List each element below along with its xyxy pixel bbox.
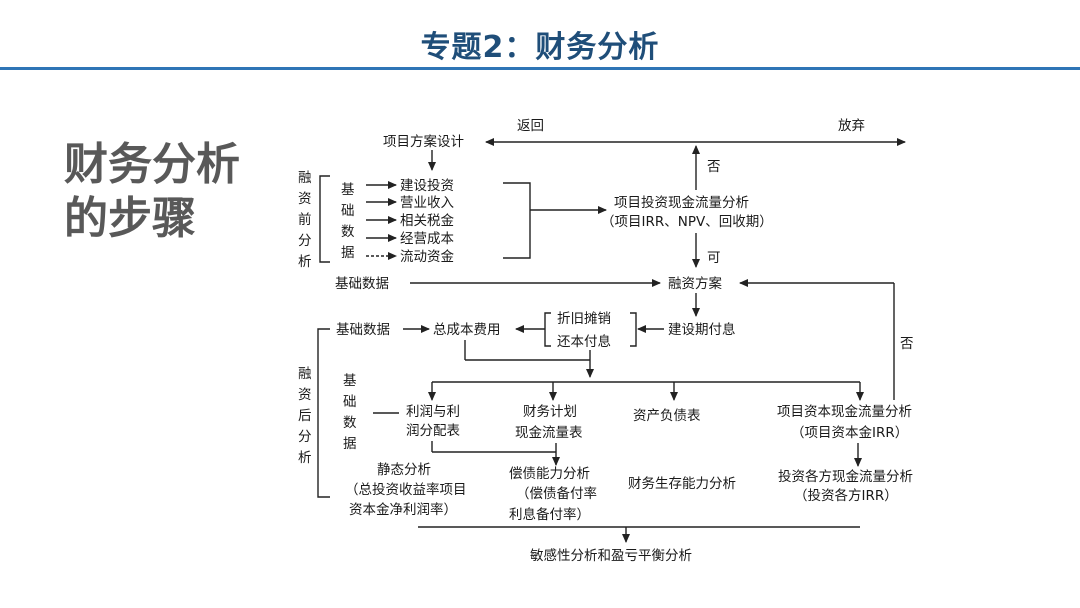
side-title: 财务分析 的步骤 — [64, 138, 240, 246]
node-survival: 财务生存能力分析 — [628, 476, 736, 492]
node-invest-cf: 项目投资现金流量分析 — [614, 195, 749, 211]
node-balance: 资产负债表 — [633, 408, 701, 424]
node-total-cost: 总成本费用 — [433, 322, 501, 338]
label-yes: 可 — [707, 250, 721, 266]
node-sensitivity: 敏感性分析和盈亏平衡分析 — [530, 547, 692, 564]
bracket-cost-left — [544, 312, 551, 347]
title-underline — [0, 67, 1080, 70]
node-investors-2: （投资各方IRR） — [794, 488, 898, 504]
node-investors: 投资各方现金流量分析 — [778, 469, 913, 485]
pre-item: 经营成本 — [400, 231, 454, 247]
basic-data-char: 础 — [341, 203, 355, 219]
pre-finance-char: 析 — [298, 254, 312, 270]
pre-finance-char: 前 — [298, 211, 312, 228]
bracket-post-finance — [317, 328, 330, 498]
pre-finance-char: 资 — [298, 191, 312, 207]
basic-data-char: 础 — [343, 394, 357, 410]
node-plan-cf: 财务计划 — [523, 404, 577, 420]
label-no-2: 否 — [900, 336, 914, 352]
node-invest-cf-detail: （项目IRR、NPV、回收期） — [601, 214, 773, 230]
basic-data-char: 据 — [341, 245, 355, 261]
page-title: 专题2：财务分析 — [420, 30, 660, 65]
node-construct-interest: 建设期付息 — [668, 321, 736, 338]
node-capital-cf: 项目资本现金流量分析 — [777, 404, 912, 420]
post-finance-char: 分 — [298, 429, 312, 445]
label-abandon: 放弃 — [838, 118, 865, 134]
node-debt-2: （偿债备付率 — [516, 485, 597, 502]
node-profit: 利润与利 — [406, 404, 460, 420]
side-title-line-2: 的步骤 — [64, 193, 196, 244]
pre-item: 流动资金 — [400, 249, 454, 265]
node-debt-3: 利息备付率） — [509, 506, 590, 523]
pre-item: 相关税金 — [400, 213, 454, 229]
node-debt: 偿债能力分析 — [509, 466, 590, 482]
post-finance-char: 后 — [298, 408, 312, 424]
label-basic-data-vertical-2: 基 础 数 据 — [343, 372, 357, 452]
pre-finance-char: 融 — [298, 170, 312, 186]
post-finance-char: 资 — [298, 387, 312, 403]
node-depreciation: 折旧摊销 — [557, 311, 611, 327]
label-no-1: 否 — [707, 159, 721, 175]
node-capital-cf-2: （项目资本金IRR） — [791, 425, 908, 441]
label-basic-data-vertical: 基 础 数 据 — [341, 181, 355, 261]
node-project-design: 项目方案设计 — [383, 133, 464, 150]
label-post-finance: 融 资 后 分 析 — [298, 366, 312, 466]
node-plan-cf-2: 现金流量表 — [515, 425, 583, 441]
node-profit-2: 润分配表 — [406, 423, 460, 439]
bracket-cost-right — [630, 312, 637, 347]
post-finance-char: 析 — [298, 450, 312, 466]
node-basic-data-2: 基础数据 — [336, 321, 390, 338]
node-static-3: 资本金净利润率） — [349, 501, 457, 518]
pre-item: 建设投资 — [400, 178, 454, 194]
node-static: 静态分析 — [377, 462, 431, 478]
basic-data-char: 基 — [341, 181, 355, 198]
pre-finance-char: 分 — [298, 233, 312, 249]
label-back: 返回 — [517, 118, 544, 134]
side-title-line-1: 财务分析 — [64, 139, 240, 190]
pre-item: 营业收入 — [400, 195, 454, 211]
node-static-2: （总投资收益率项目 — [345, 481, 467, 498]
node-repay: 还本付息 — [557, 333, 611, 350]
basic-data-char: 数 — [343, 415, 357, 431]
label-pre-finance: 融 资 前 分 析 — [298, 170, 312, 270]
basic-data-char: 据 — [343, 436, 357, 452]
post-finance-char: 融 — [298, 366, 312, 382]
node-basic-data-1: 基础数据 — [335, 275, 389, 292]
bracket-pre-items — [503, 182, 531, 259]
basic-data-char: 基 — [343, 372, 357, 389]
node-finance-plan: 融资方案 — [668, 275, 722, 292]
bracket-pre-finance — [319, 175, 330, 263]
basic-data-char: 数 — [341, 224, 355, 240]
